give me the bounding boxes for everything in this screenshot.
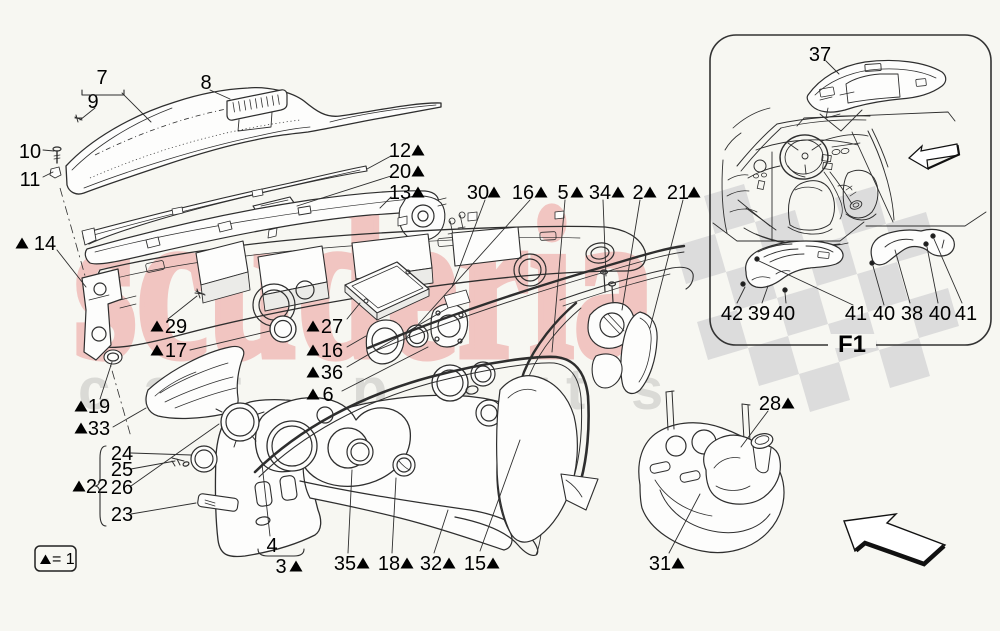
- svg-text:13: 13: [389, 182, 411, 204]
- svg-text:8: 8: [200, 72, 211, 94]
- svg-text:38: 38: [901, 303, 923, 325]
- svg-text:40: 40: [773, 303, 795, 325]
- svg-text:16: 16: [321, 340, 343, 362]
- svg-text:25: 25: [111, 459, 133, 481]
- svg-text:40: 40: [873, 303, 895, 325]
- svg-text:7: 7: [96, 67, 107, 89]
- svg-text:39: 39: [748, 303, 770, 325]
- svg-text:27: 27: [321, 316, 343, 338]
- svg-text:14: 14: [34, 233, 56, 255]
- svg-text:24: 24: [111, 443, 133, 465]
- svg-text:19: 19: [88, 396, 110, 418]
- svg-text:17: 17: [165, 340, 187, 362]
- svg-text:3: 3: [275, 556, 286, 578]
- svg-text:42: 42: [721, 303, 743, 325]
- svg-text:40: 40: [929, 303, 951, 325]
- svg-text:23: 23: [111, 504, 133, 526]
- svg-text:6: 6: [322, 384, 333, 406]
- svg-text:4: 4: [266, 535, 277, 557]
- svg-text:9: 9: [87, 91, 98, 113]
- svg-text:11: 11: [20, 169, 41, 191]
- svg-text:16: 16: [512, 182, 534, 204]
- svg-text:= 1: = 1: [52, 551, 75, 568]
- svg-text:20: 20: [389, 161, 411, 183]
- svg-text:15: 15: [464, 553, 486, 575]
- svg-text:2: 2: [632, 182, 643, 204]
- svg-text:18: 18: [378, 553, 400, 575]
- svg-text:5: 5: [557, 182, 568, 204]
- svg-text:36: 36: [321, 362, 343, 384]
- svg-text:41: 41: [955, 303, 977, 325]
- svg-text:29: 29: [165, 316, 187, 338]
- svg-text:30: 30: [467, 182, 489, 204]
- svg-text:F1: F1: [838, 331, 866, 358]
- svg-text:35: 35: [334, 553, 356, 575]
- svg-text:21: 21: [667, 182, 689, 204]
- svg-text:32: 32: [420, 553, 442, 575]
- svg-text:10: 10: [19, 141, 41, 163]
- svg-text:41: 41: [845, 303, 867, 325]
- svg-text:37: 37: [809, 44, 831, 66]
- svg-text:34: 34: [589, 182, 611, 204]
- svg-text:12: 12: [389, 140, 411, 162]
- svg-text:31: 31: [649, 553, 671, 575]
- svg-text:33: 33: [88, 418, 110, 440]
- svg-text:28: 28: [759, 393, 781, 415]
- svg-text:26: 26: [111, 477, 133, 499]
